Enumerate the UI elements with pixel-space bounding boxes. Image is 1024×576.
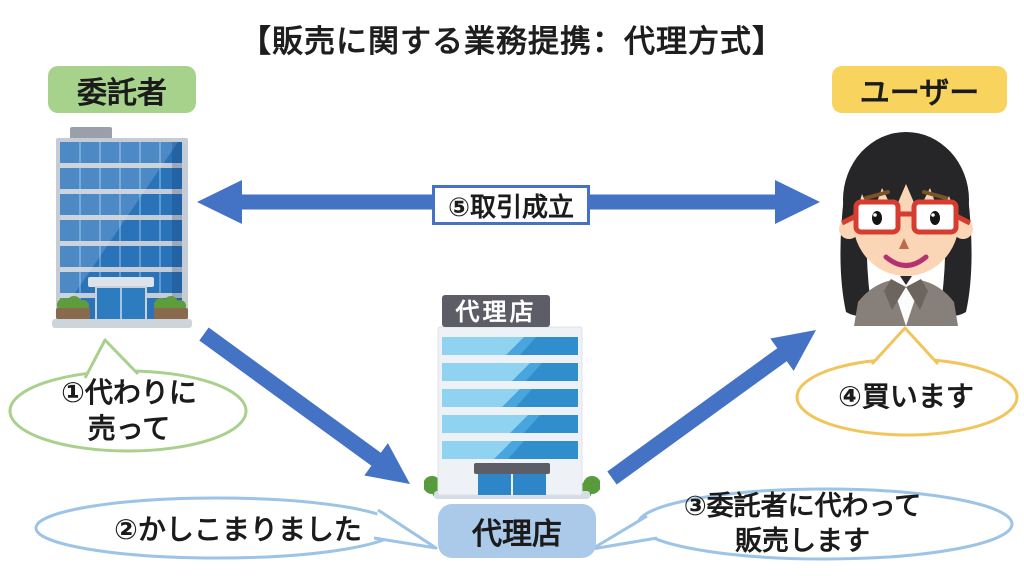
bubble-request-shape: [8, 338, 248, 453]
consignor-building-illustration: [52, 127, 192, 328]
user-label: ユーザー: [832, 66, 1007, 113]
diagram-title: 【販売に関する業務提携：代理方式】: [240, 24, 784, 59]
bubble-buy: ④買います: [792, 324, 1020, 438]
bubble-request-text: ①代わりに 売って: [61, 377, 197, 444]
person-body-suit: [854, 276, 958, 326]
agency-label: 代理店: [438, 504, 596, 558]
bubble-request: ①代わりに 売って: [5, 336, 253, 456]
person-eyebrows: [864, 190, 948, 200]
bubble-accept-shape: [34, 496, 438, 560]
agency-sign-text: 代理店: [455, 299, 537, 326]
person-nose: [899, 238, 909, 249]
bubble-sell-shape: [590, 487, 1014, 561]
agency-window-bands: [442, 337, 578, 459]
person-mouth: [883, 254, 929, 268]
bubble-accept-text: ②かしこまりました: [114, 514, 362, 546]
consignor-label: 委託者: [48, 66, 196, 113]
building-entrance: [88, 277, 154, 324]
bubble-buy-text: ④買います: [838, 381, 974, 413]
bubble-accept: ②かしこまりました: [28, 494, 448, 566]
deal-label-box: ⑤取引成立: [432, 185, 590, 225]
agency-sign: 代理店: [442, 295, 550, 327]
user-avatar-illustration: [839, 132, 973, 326]
building-bushes: [56, 296, 188, 319]
deal-label: ⑤取引成立: [447, 191, 574, 222]
person-bangs: [854, 146, 958, 218]
building-roof-box: [70, 127, 112, 140]
arrow-agency-to-user: [607, 330, 816, 485]
bubble-buy-shape: [795, 326, 1019, 437]
building-sidewalk: [52, 319, 192, 328]
arrow-consignor-to-agency: [199, 327, 410, 484]
bubble-sell: ③委託者に代わって 販売します: [585, 486, 1020, 570]
agency-building-illustration: 代理店: [424, 295, 600, 499]
bubble-sell-text: ③委託者に代わって 販売します: [683, 491, 922, 556]
agency-entrance: [474, 463, 550, 495]
person-eyes: [872, 211, 940, 225]
building-facade: [56, 138, 188, 323]
